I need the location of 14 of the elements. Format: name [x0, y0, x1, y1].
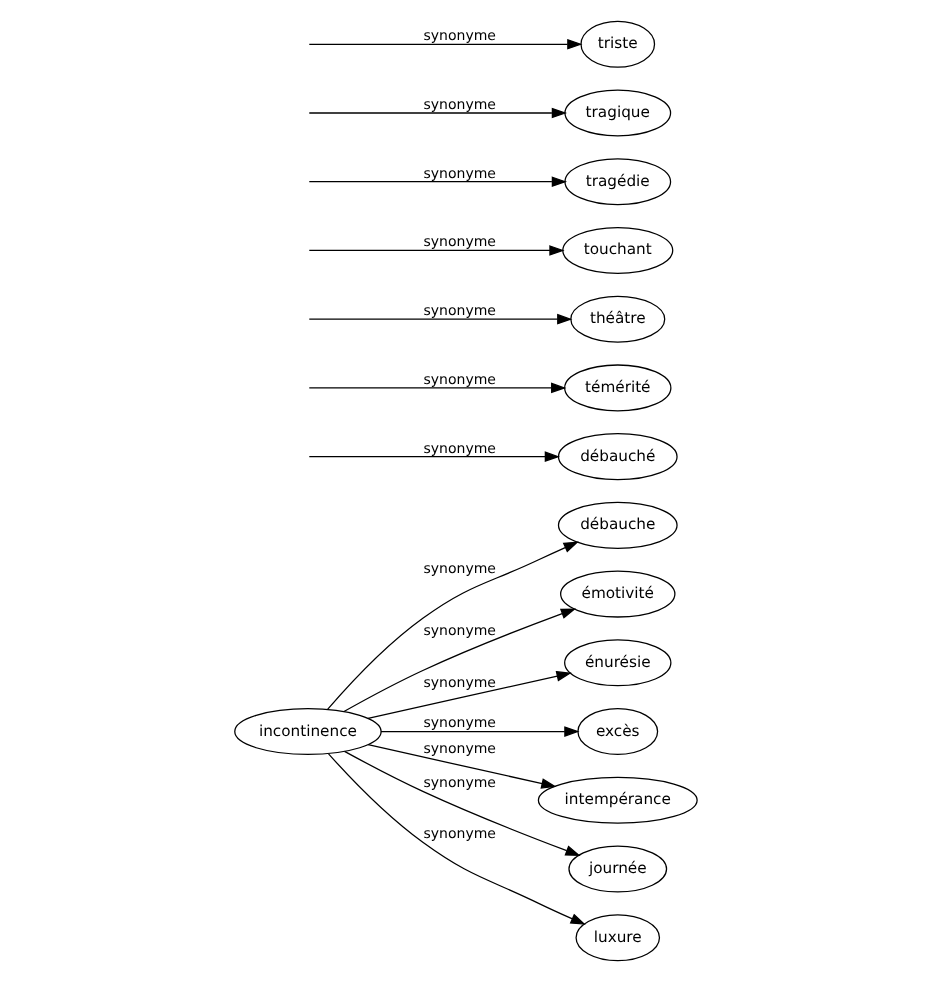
arrow	[308, 245, 565, 256]
arrow	[308, 313, 573, 325]
arrow	[343, 608, 577, 713]
arrow	[308, 451, 560, 462]
arrow	[308, 38, 583, 50]
arrow	[367, 744, 557, 789]
arrow	[367, 670, 572, 719]
arrow	[327, 753, 586, 925]
arrow	[308, 107, 568, 119]
arrow	[343, 750, 581, 856]
arrow	[326, 541, 579, 711]
arrow	[308, 176, 568, 188]
arrow	[308, 382, 567, 394]
arrow	[380, 726, 580, 737]
